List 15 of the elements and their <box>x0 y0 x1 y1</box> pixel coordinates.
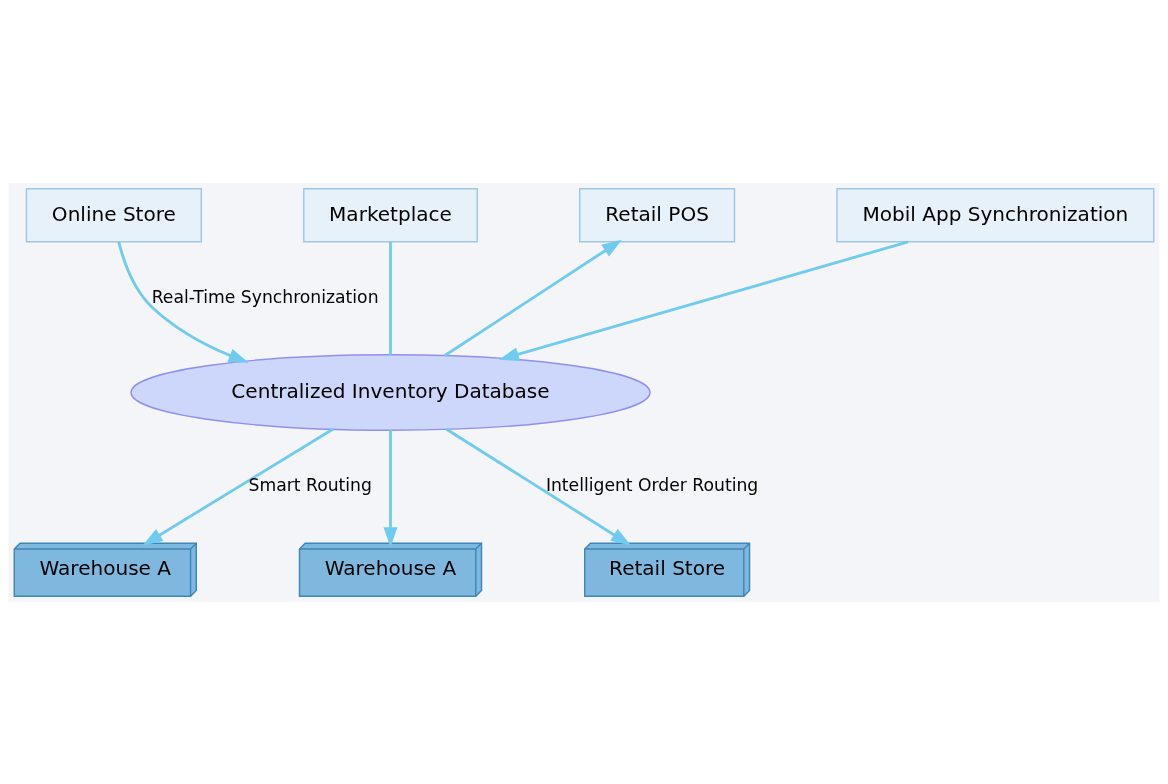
edge-label: Smart Routing <box>248 474 372 495</box>
edge-label: Intelligent Order Routing <box>545 474 759 495</box>
edge-label: Real-Time Synchronization <box>151 286 379 307</box>
node-box: Retail POS <box>579 187 736 242</box>
node-box: Online Store <box>25 187 203 242</box>
arrow <box>498 240 909 361</box>
node-box: Mobil App Synchronization <box>836 187 1155 242</box>
connector <box>389 241 392 355</box>
arrow <box>383 429 398 547</box>
arrow <box>142 427 334 545</box>
node-ellipse: Centralized Inventory Database <box>130 353 651 431</box>
node-box: Marketplace <box>303 187 478 242</box>
arrow <box>443 239 622 357</box>
arrow <box>445 427 631 546</box>
arrow <box>117 241 249 363</box>
